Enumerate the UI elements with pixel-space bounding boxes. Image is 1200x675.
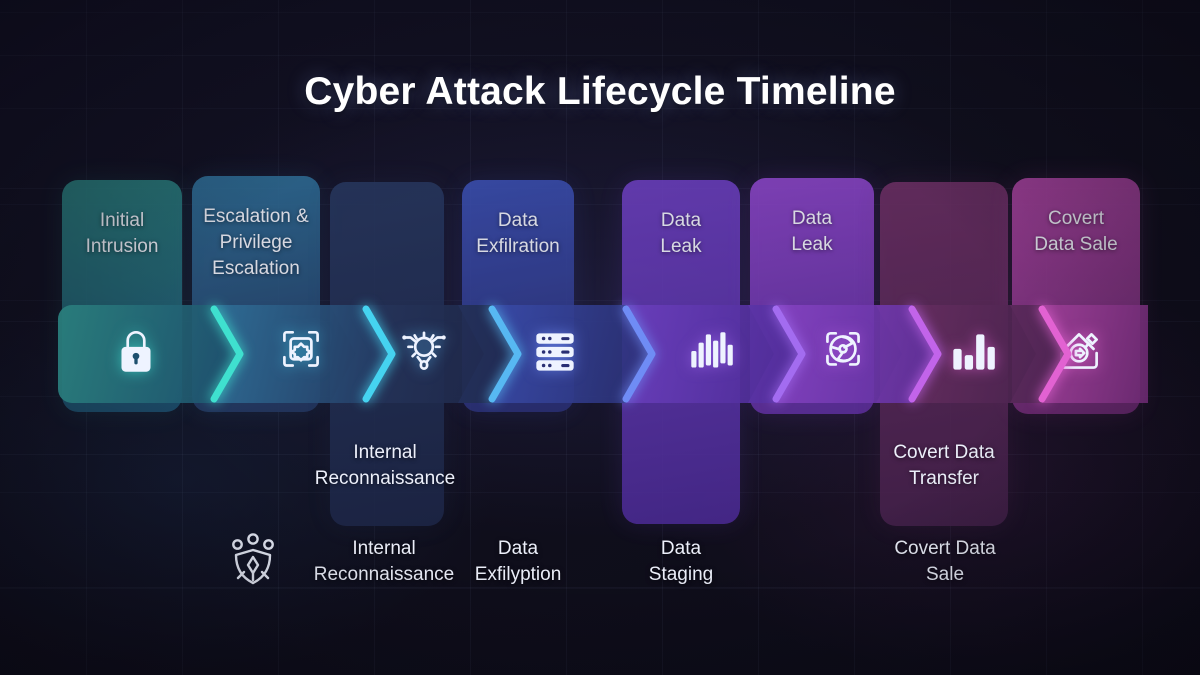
chevron-timeline-band <box>58 305 1148 403</box>
radiating-node-icon <box>396 324 452 385</box>
stage-label-data-exfilyption-lower: Data Exfilyption <box>474 538 562 585</box>
stage-label-internal-reconnaissance-upper: Internal Reconnaissance <box>314 442 456 489</box>
chevron-segment-initial-intrusion[interactable] <box>58 305 240 403</box>
equalizer-bars-icon <box>683 324 739 385</box>
bar-chart-icon <box>944 324 1000 385</box>
server-rack-icon <box>527 324 583 385</box>
stage-card-label: Data Exfilration <box>476 210 560 257</box>
stage-label-covert-data-sale-lower: Covert Data Sale <box>894 538 996 585</box>
stage-card-label: Data Leak <box>660 210 702 257</box>
padlock-icon <box>108 324 164 385</box>
page-title: Cyber Attack Lifecycle Timeline <box>304 70 896 113</box>
stage-card-label: Covert Data Sale <box>1034 208 1118 255</box>
stage-label-data-staging-lower: Data Staging <box>648 538 714 585</box>
stage-label-covert-data-transfer-upper: Covert Data Transfer <box>893 442 995 489</box>
crowned-shield-icon <box>228 530 278 593</box>
scan-frame-shield-icon <box>273 324 329 385</box>
stage-card-label: Initial Intrusion <box>85 210 159 257</box>
stage-card-label: Data Leak <box>791 208 833 255</box>
disc-frame-icon <box>815 324 871 385</box>
stage-label-internal-reconnaissance-lower: Internal Reconnaissance <box>313 538 455 585</box>
stage-card-label: Escalation & Privilege Escalation <box>203 206 309 279</box>
